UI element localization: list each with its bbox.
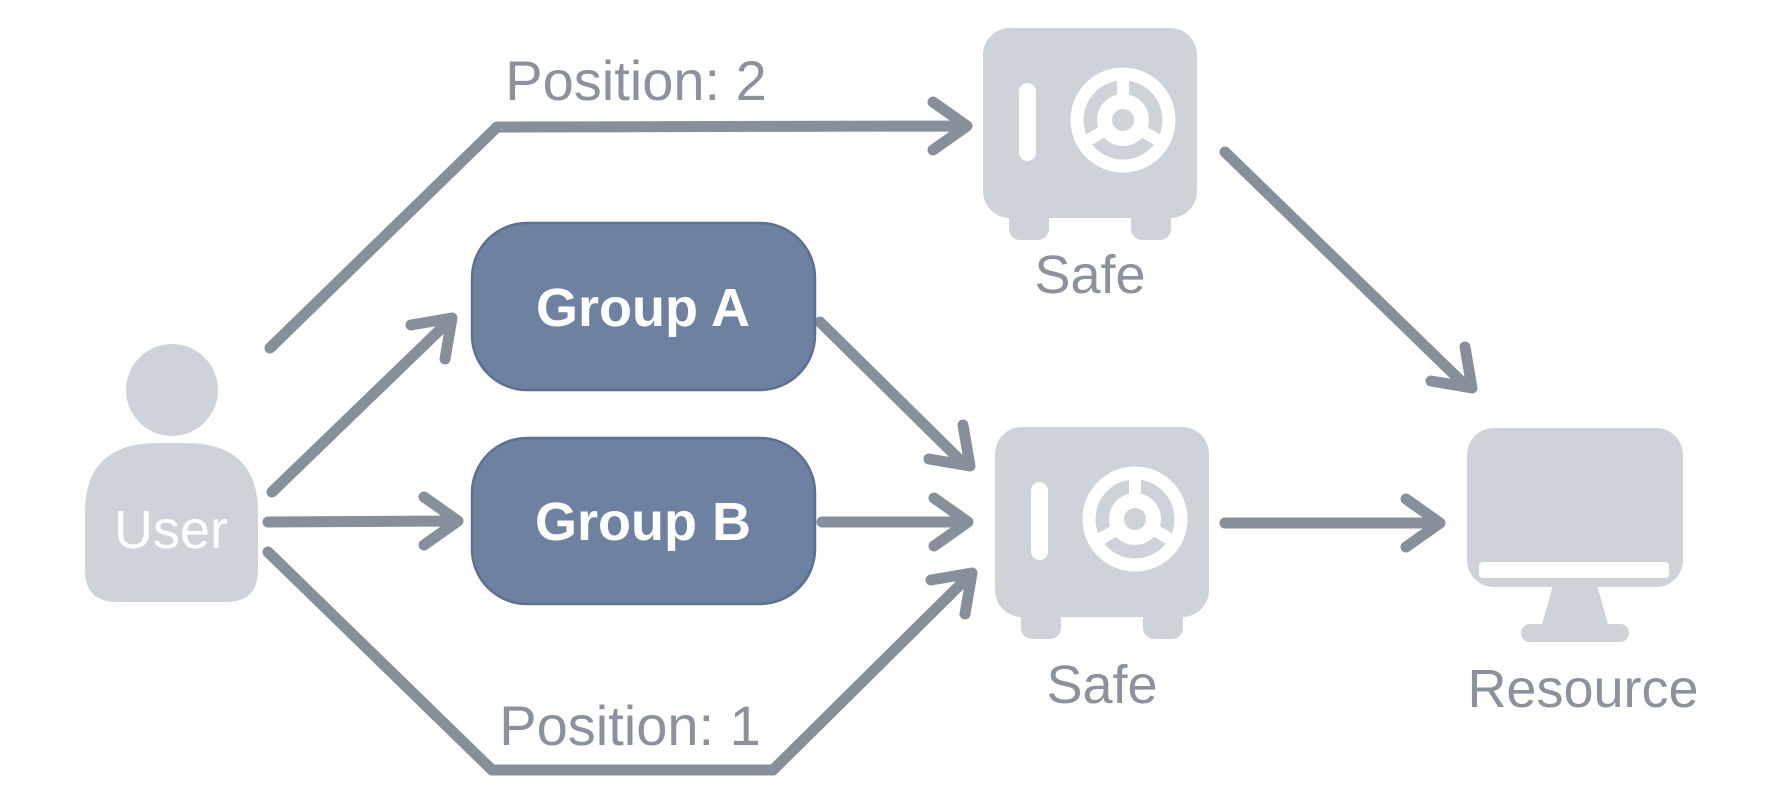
white-labels: User Group A Group B bbox=[114, 278, 751, 560]
node-icons bbox=[85, 28, 1683, 642]
gray-labels: Position: 2 Position: 1 Safe Safe Resour… bbox=[499, 49, 1698, 757]
edge-group-a-safe-bottom bbox=[814, 316, 976, 472]
group-a-label: Group A bbox=[536, 278, 750, 338]
edge-user-safe-bottom bbox=[262, 546, 978, 776]
monitor-icon bbox=[1467, 428, 1683, 642]
edge-user-group-b bbox=[262, 491, 464, 551]
edge-label-position-2: Position: 2 bbox=[505, 49, 767, 112]
group-b-box bbox=[470, 436, 817, 606]
edges bbox=[262, 96, 1478, 776]
group-a-box bbox=[470, 221, 817, 392]
group-boxes bbox=[470, 221, 817, 606]
edge-label-position-1: Position: 1 bbox=[499, 694, 761, 757]
edge-user-safe-top bbox=[264, 96, 973, 354]
safe-icon bbox=[995, 427, 1209, 639]
safe-bottom-label: Safe bbox=[1046, 655, 1157, 715]
person-icon bbox=[85, 344, 258, 602]
user-label: User bbox=[114, 500, 228, 560]
resource-label: Resource bbox=[1467, 659, 1698, 719]
safe-top-label: Safe bbox=[1034, 245, 1145, 305]
edge-safe-bottom-resource bbox=[1219, 493, 1446, 553]
safe-icon bbox=[983, 28, 1197, 240]
edge-user-group-a bbox=[266, 312, 458, 498]
group-b-label: Group B bbox=[535, 492, 751, 552]
edge-safe-top-resource bbox=[1219, 146, 1478, 394]
edge-group-b-safe-bottom bbox=[816, 492, 974, 552]
